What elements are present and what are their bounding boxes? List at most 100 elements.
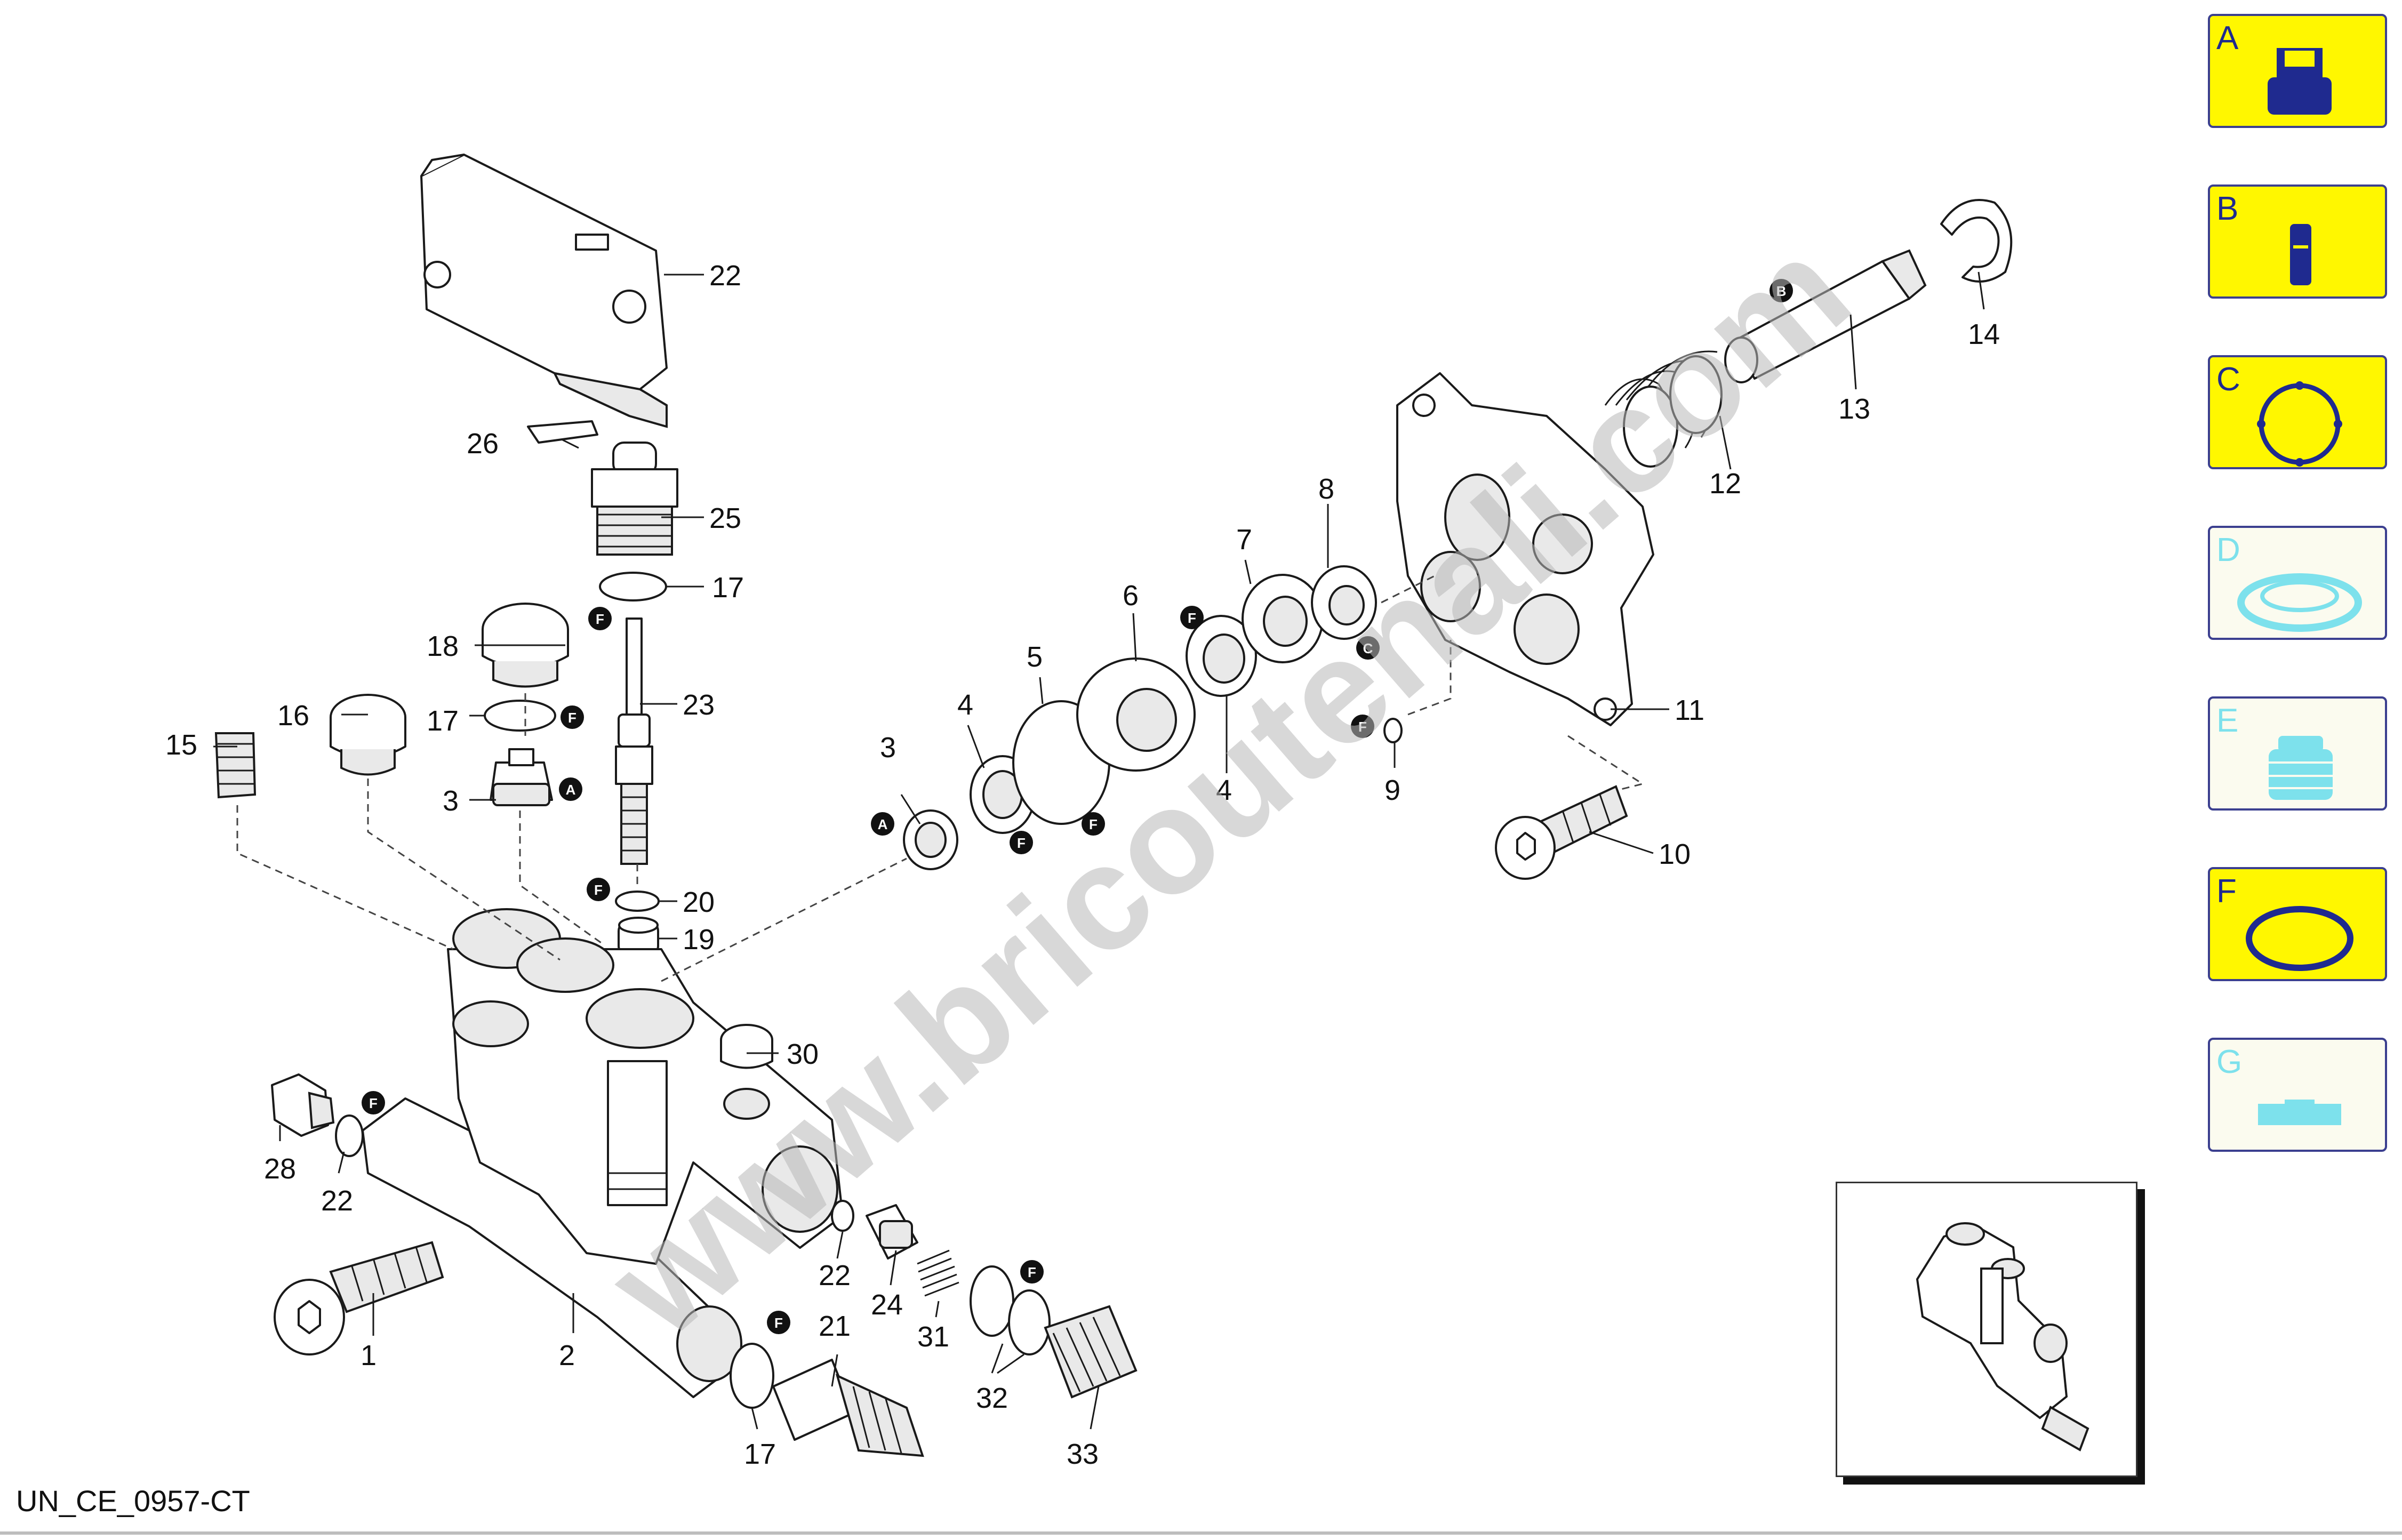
kit-badges: F F A F F F F A F F F C F B bbox=[362, 279, 1793, 1334]
callout-17-c: 17 bbox=[744, 1438, 776, 1470]
assembly-guides bbox=[236, 575, 1645, 982]
part-31-ring-b bbox=[1008, 1289, 1051, 1355]
part-29-plug bbox=[720, 1024, 773, 1069]
part-25-fitting bbox=[591, 442, 678, 556]
unloader-kit-icon bbox=[2269, 736, 2333, 800]
part-30-spring bbox=[917, 1249, 959, 1297]
part-28-plug bbox=[271, 1073, 335, 1137]
callout-11: 11 bbox=[1675, 694, 1704, 726]
callout-9: 9 bbox=[1384, 774, 1400, 806]
part-27-switch bbox=[420, 154, 668, 428]
callout-15: 15 bbox=[165, 729, 197, 761]
part-10-bolt bbox=[1495, 785, 1628, 880]
badge-f: F bbox=[587, 878, 610, 901]
part-12-spring bbox=[1604, 350, 1723, 468]
legend-d[interactable]: D bbox=[2208, 526, 2387, 640]
badge-b: B bbox=[1770, 279, 1793, 302]
svg-text:F: F bbox=[594, 882, 603, 898]
part-24-valve bbox=[866, 1204, 918, 1260]
callout-17-b: 17 bbox=[427, 705, 459, 737]
svg-text:F: F bbox=[774, 1315, 783, 1331]
piston-icon bbox=[2290, 224, 2311, 285]
callout-2: 2 bbox=[559, 1340, 575, 1371]
part-2-manifold bbox=[362, 908, 844, 1398]
svg-text:F: F bbox=[1188, 610, 1196, 626]
part-19-seat bbox=[618, 917, 659, 957]
part-17-oring-low bbox=[730, 1343, 774, 1409]
callout-14: 14 bbox=[1968, 318, 2000, 350]
legend-f[interactable]: F bbox=[2208, 867, 2387, 981]
legend-b[interactable]: B bbox=[2208, 185, 2387, 299]
part-3-valve-right bbox=[903, 809, 958, 870]
badge-f: F bbox=[1020, 1260, 1044, 1284]
legend-g[interactable]: G bbox=[2208, 1038, 2387, 1152]
svg-text:A: A bbox=[878, 816, 888, 832]
part-26-clip bbox=[527, 420, 598, 444]
legend-e[interactable]: E bbox=[2208, 696, 2387, 811]
part-13-piston bbox=[1724, 249, 1927, 383]
callout-26: 26 bbox=[467, 428, 499, 460]
part-31-ring-a bbox=[970, 1265, 1014, 1337]
part-20-ring bbox=[615, 891, 660, 912]
svg-text:C: C bbox=[1363, 640, 1373, 656]
callout-29: 30 bbox=[787, 1038, 819, 1070]
callout-20: 20 bbox=[683, 886, 715, 918]
callout-32: 33 bbox=[1067, 1438, 1099, 1470]
assembled-view-inset bbox=[1836, 1182, 2137, 1477]
part-22-ring-right bbox=[831, 1200, 854, 1232]
part-17-oring-mid bbox=[484, 700, 556, 732]
callout-31: 32 bbox=[976, 1382, 1008, 1414]
seal-kit-icon bbox=[2237, 573, 2362, 632]
callout-21: 21 bbox=[819, 1310, 851, 1342]
callout-25: 25 bbox=[709, 502, 741, 534]
callout-3-b: 3 bbox=[880, 732, 896, 764]
bottom-divider bbox=[0, 1531, 2402, 1535]
callout-3-a: 3 bbox=[443, 785, 459, 817]
callout-4-b: 4 bbox=[1216, 774, 1232, 806]
part-32-fitting bbox=[1044, 1305, 1138, 1399]
svg-text:F: F bbox=[1028, 1264, 1036, 1280]
callout-4-a: 4 bbox=[957, 689, 973, 721]
badge-f: F bbox=[362, 1091, 385, 1114]
badge-f: F bbox=[561, 705, 584, 729]
bracket-icon bbox=[2258, 1100, 2341, 1125]
o-ring-icon bbox=[2246, 906, 2353, 971]
svg-text:F: F bbox=[568, 710, 577, 726]
badge-f: F bbox=[1010, 831, 1033, 854]
part-14-circlip bbox=[1940, 199, 2013, 283]
svg-text:B: B bbox=[1776, 283, 1787, 299]
diagram-code: UN_CE_0957-CT bbox=[16, 1484, 250, 1518]
callout-6: 6 bbox=[1123, 580, 1139, 612]
part-11-pump-head bbox=[1396, 372, 1654, 726]
badge-a: A bbox=[559, 777, 582, 801]
part-4-seal-right bbox=[1186, 615, 1257, 697]
part-22-ring-left bbox=[335, 1114, 364, 1157]
callout-22-b: 22 bbox=[819, 1260, 851, 1292]
badge-c: C bbox=[1356, 636, 1380, 660]
badge-a: A bbox=[871, 812, 894, 836]
svg-text:F: F bbox=[369, 1095, 378, 1111]
callout-12: 12 bbox=[1709, 468, 1741, 500]
svg-text:F: F bbox=[596, 611, 604, 627]
part-21-fitting bbox=[772, 1359, 924, 1457]
callout-19: 19 bbox=[683, 924, 715, 956]
legend-c[interactable]: C bbox=[2208, 355, 2387, 469]
badge-f: F bbox=[1351, 715, 1374, 738]
callout-5: 5 bbox=[1027, 641, 1043, 673]
part-17-oring bbox=[599, 572, 667, 601]
callout-7: 7 bbox=[1236, 524, 1252, 556]
svg-text:A: A bbox=[566, 782, 576, 798]
part-1-screw bbox=[274, 1241, 444, 1355]
badge-f: F bbox=[1082, 812, 1105, 836]
callout-labels: 22 26 25 17 23 18 16 17 15 3 20 19 30 28… bbox=[165, 260, 2000, 1470]
part-23-stem bbox=[615, 617, 653, 865]
legend-a[interactable]: A bbox=[2208, 14, 2387, 128]
part-16-plug bbox=[330, 694, 406, 776]
badge-f: F bbox=[1180, 606, 1204, 629]
callout-17-a: 17 bbox=[712, 572, 744, 604]
legend-letter: G bbox=[2216, 1044, 2243, 1080]
legend-letter: D bbox=[2216, 532, 2240, 568]
part-3-valve bbox=[490, 748, 553, 806]
valve-kit-icon bbox=[2268, 48, 2332, 115]
